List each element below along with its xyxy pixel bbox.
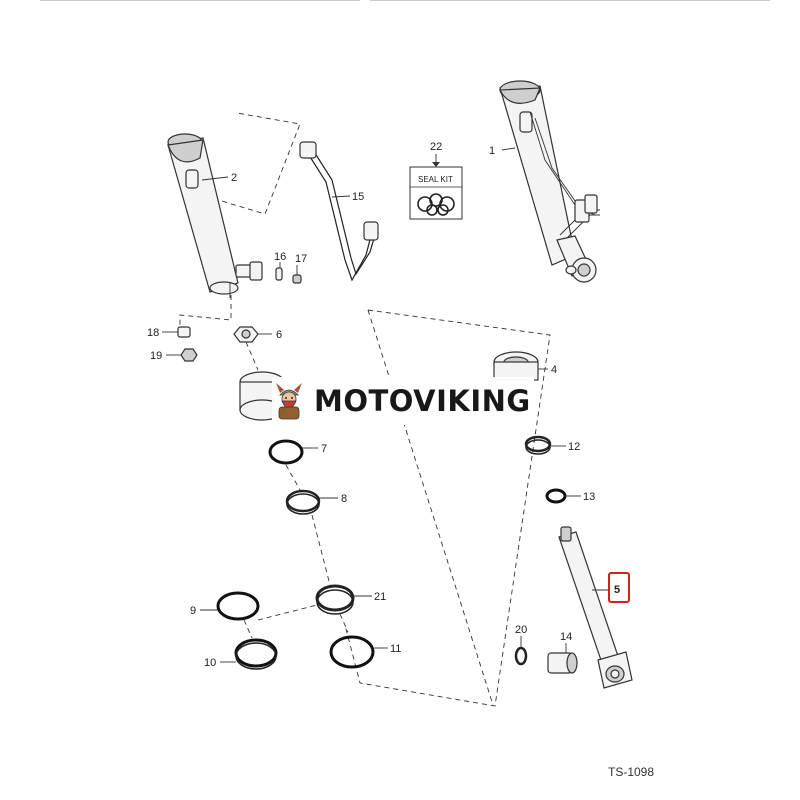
seal-kit-box[interactable]: SEAL KIT xyxy=(409,166,463,220)
dashed-link-8-21 xyxy=(311,514,331,586)
leader-1 xyxy=(501,147,516,151)
hydraulic-tube-15[interactable] xyxy=(299,141,379,282)
seal-21[interactable] xyxy=(315,584,355,615)
seal-10[interactable] xyxy=(234,638,278,670)
piston-rod-5[interactable] xyxy=(558,526,633,689)
dashed-link-2-6 xyxy=(179,295,232,327)
part-label-15[interactable]: 15 xyxy=(352,191,364,203)
part-label-7[interactable]: 7 xyxy=(321,443,327,455)
leader-2 xyxy=(201,176,229,181)
part-label-16[interactable]: 16 xyxy=(274,251,286,263)
part-label-4[interactable]: 4 xyxy=(551,364,557,376)
part-label-19[interactable]: 19 xyxy=(150,350,162,362)
gland-4[interactable] xyxy=(493,351,539,381)
wiper-13[interactable] xyxy=(545,488,567,504)
dashed-link-7-8 xyxy=(285,464,301,491)
seal-kit-title: SEAL KIT xyxy=(418,175,453,184)
o-ring-9[interactable] xyxy=(216,591,260,621)
part-label-17[interactable]: 17 xyxy=(295,253,307,265)
seal-kit-number[interactable]: 22 xyxy=(430,141,442,153)
part-label-14[interactable]: 14 xyxy=(560,631,572,643)
leader-15 xyxy=(331,195,351,198)
o-ring-11[interactable] xyxy=(329,635,375,669)
dashed-boundary-top xyxy=(204,112,301,215)
part-label-8[interactable]: 8 xyxy=(341,493,347,505)
part-label-6[interactable]: 6 xyxy=(276,329,282,341)
part-label-10[interactable]: 10 xyxy=(204,657,216,669)
fitting-17[interactable] xyxy=(292,274,302,284)
leader-22-arrow xyxy=(432,162,440,167)
fitting-18[interactable] xyxy=(177,326,191,338)
top-edge-line-right xyxy=(370,0,770,1)
viking-mascot-icon xyxy=(276,383,302,420)
part-label-1[interactable]: 1 xyxy=(489,145,495,157)
dashed-link-9-10 xyxy=(243,619,253,639)
dashed-link-9-21 xyxy=(257,604,318,621)
dashed-link-left xyxy=(367,309,494,706)
part-label-9[interactable]: 9 xyxy=(190,605,196,617)
highlight-box-5 xyxy=(608,572,630,603)
part-label-20[interactable]: 20 xyxy=(515,624,527,636)
fitting-16[interactable] xyxy=(275,267,283,281)
drawing-reference: TS-1098 xyxy=(608,765,655,779)
brand-name: MOTOVIKING xyxy=(314,384,531,418)
dashed-link-piston xyxy=(245,341,259,371)
seal-20[interactable] xyxy=(514,646,528,666)
top-edge-line-left xyxy=(40,0,360,1)
part-label-2[interactable]: 2 xyxy=(231,172,237,184)
cylinder-assembly-1[interactable] xyxy=(499,80,600,283)
bushing-14[interactable] xyxy=(547,652,578,674)
part-label-18[interactable]: 18 xyxy=(147,327,159,339)
seal-8[interactable] xyxy=(285,489,321,515)
nut-6[interactable] xyxy=(233,326,259,343)
cylinder-barrel-2[interactable] xyxy=(167,133,263,298)
part-label-12[interactable]: 12 xyxy=(568,441,580,453)
part-label-13[interactable]: 13 xyxy=(583,491,595,503)
part-label-11[interactable]: 11 xyxy=(390,643,401,655)
part-label-21[interactable]: 21 xyxy=(374,591,386,603)
seal-12[interactable] xyxy=(524,435,552,455)
dashed-link-21-11 xyxy=(339,613,349,633)
dashed-boundary-main xyxy=(344,309,551,707)
brand-banner: MOTOVIKING xyxy=(272,377,534,425)
part-label-5[interactable]: 5 xyxy=(614,584,620,596)
o-ring-7[interactable] xyxy=(268,439,304,465)
nut-19[interactable] xyxy=(180,348,198,362)
